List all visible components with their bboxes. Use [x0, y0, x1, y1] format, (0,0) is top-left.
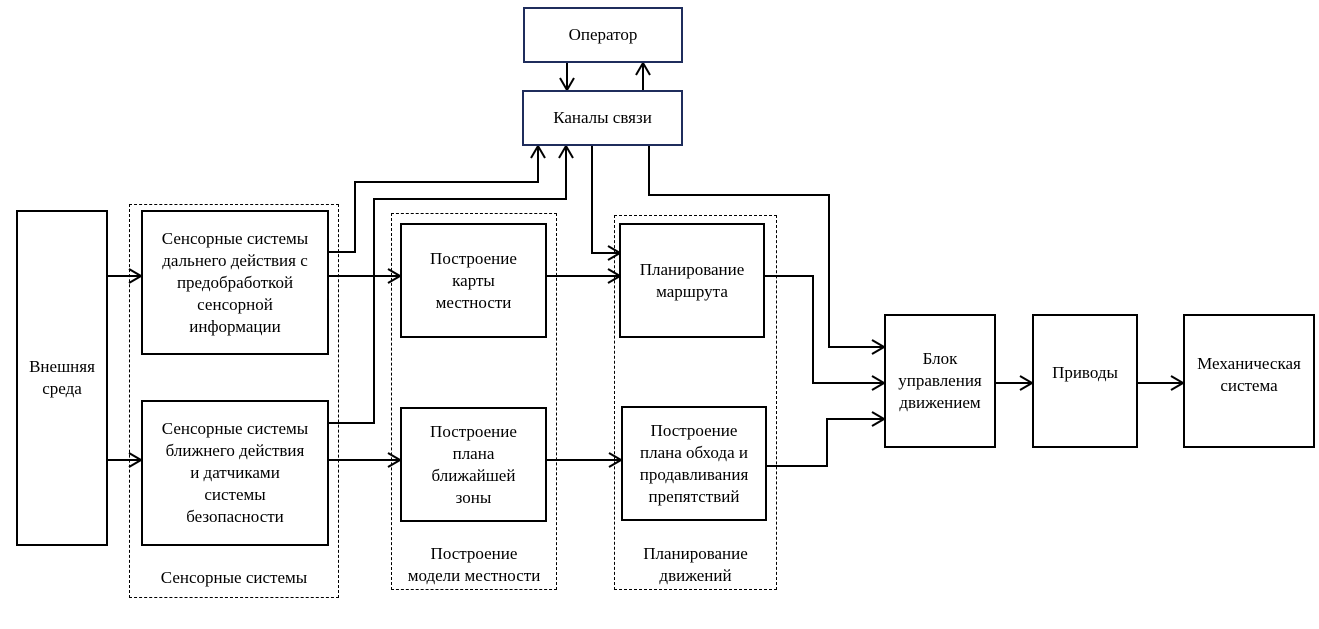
node-operator: Оператор [523, 7, 683, 63]
node-obstacle-plan: Построение плана обхода и продавливания … [621, 406, 767, 521]
node-motion-control: Блок управления движением [884, 314, 996, 448]
group-label-motion-planning: Планирование движений [643, 544, 748, 585]
node-near-zone-plan: Построение плана ближайшей зоны [400, 407, 547, 522]
node-operator-label: Оператор [568, 25, 638, 44]
group-terrain-model [391, 213, 557, 590]
node-short-range-sensors-label: Сенсорные системы ближнего действия и да… [161, 419, 309, 526]
group-label-sensor-systems: Сенсорные системы [160, 568, 308, 587]
node-motion-control-label: Блок управления движением [898, 349, 982, 412]
node-comm-channels-label: Каналы связи [553, 108, 652, 127]
edge-long-range-to-channels [328, 146, 538, 253]
node-obstacle-plan-label: Построение плана обхода и продавливания … [639, 420, 749, 506]
group-sensor-systems [129, 204, 339, 598]
node-mechanical-system-label: Механическая система [1197, 354, 1301, 395]
node-route-planning: Планирование маршрута [619, 223, 765, 338]
node-long-range-sensors: Сенсорные системы дальнего действия с пр… [141, 210, 329, 355]
node-short-range-sensors: Сенсорные системы ближнего действия и да… [141, 400, 329, 546]
node-route-planning-label: Планирование маршрута [639, 259, 745, 301]
node-comm-channels: Каналы связи [522, 90, 683, 146]
group-motion-planning [614, 215, 777, 590]
node-drives-label: Приводы [1052, 363, 1118, 382]
edge-short-range-to-channels [328, 146, 566, 424]
node-external-env: Внешняя среда [16, 210, 108, 546]
node-long-range-sensors-label: Сенсорные системы дальнего действия с пр… [161, 228, 309, 336]
node-terrain-map: Построение карты местности [400, 223, 547, 338]
node-near-zone-plan-label: Построение плана ближайшей зоны [430, 421, 517, 507]
edge-route-to-motion-control [764, 275, 884, 383]
node-terrain-map-label: Построение карты местности [430, 248, 517, 312]
node-drives: Приводы [1032, 314, 1138, 448]
edge-channels-to-motion-control [648, 146, 884, 347]
group-label-terrain-model: Построение модели местности [407, 544, 541, 585]
edge-obstacle-to-motion-control [766, 419, 884, 467]
edge-channels-to-route-planning [591, 146, 620, 253]
node-mechanical-system: Механическая система [1183, 314, 1315, 448]
node-external-env-label: Внешняя среда [29, 357, 95, 398]
